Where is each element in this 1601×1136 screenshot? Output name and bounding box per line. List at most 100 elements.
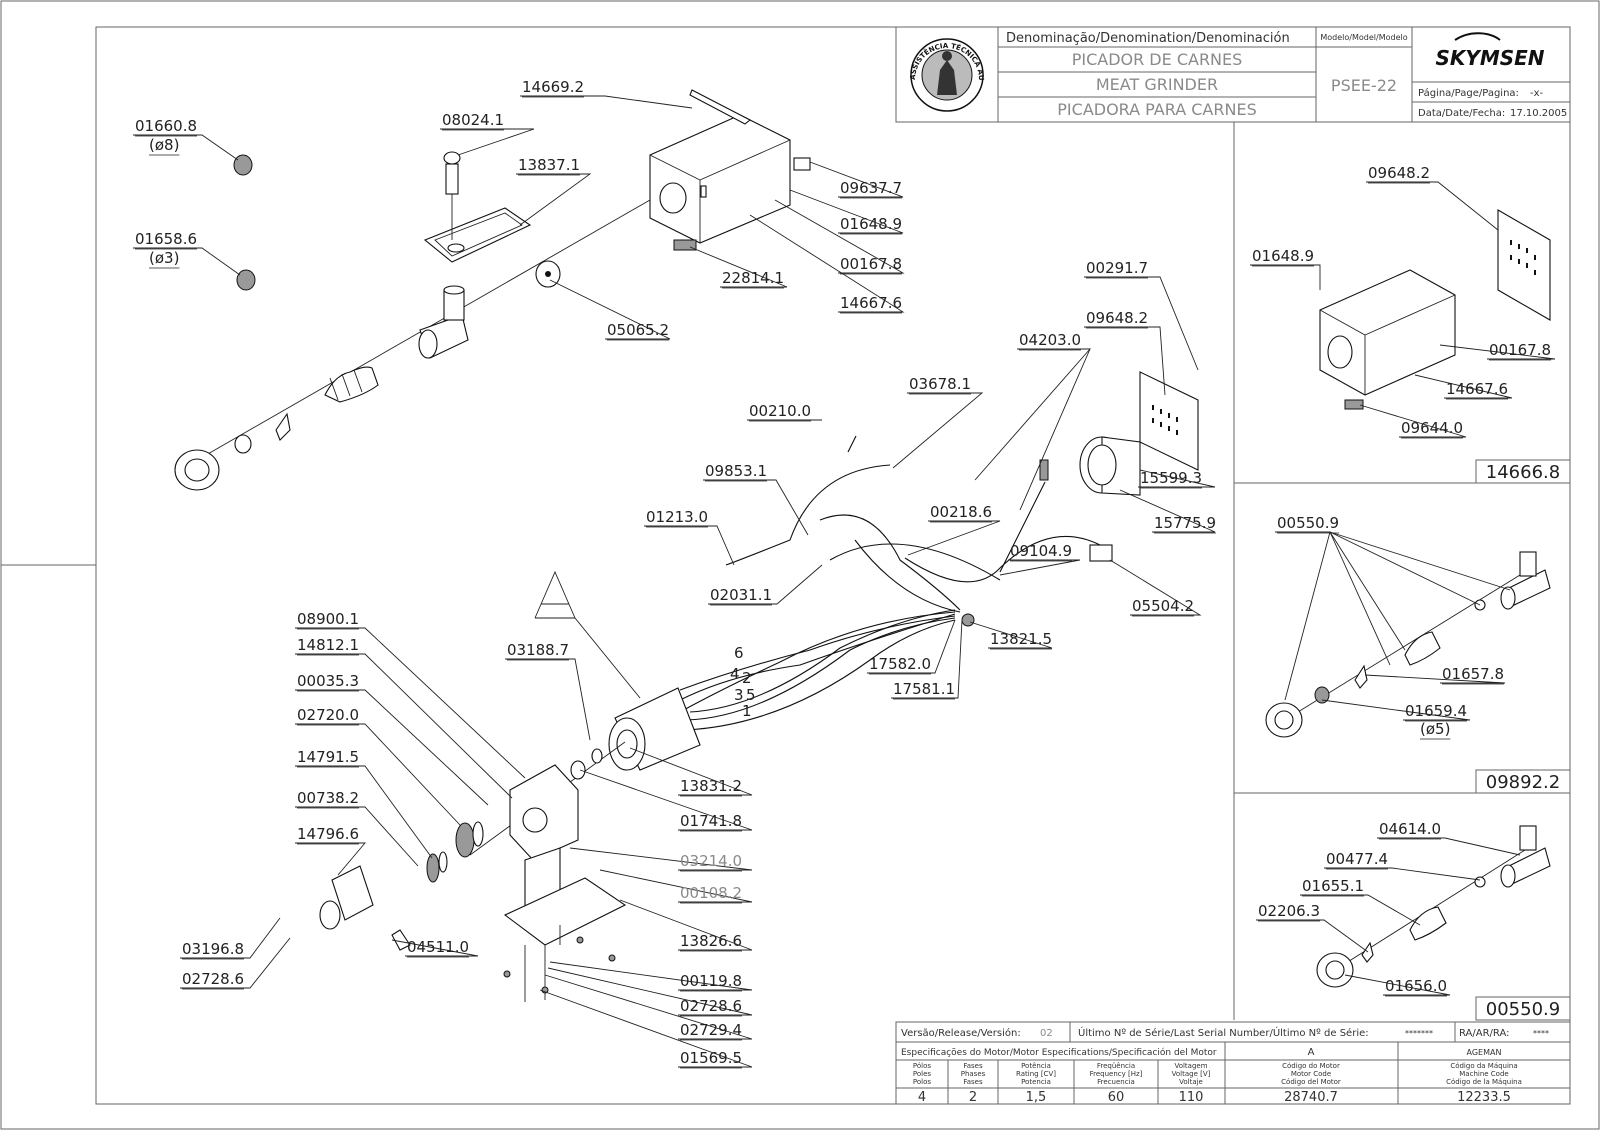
wire-number: 5 bbox=[746, 686, 756, 704]
header-line: Código da Máquina bbox=[1450, 1062, 1517, 1070]
page-value: -x- bbox=[1530, 88, 1544, 99]
detail-grinder-set: 00550.9 01657.8 01659.4 (ø5) 09892.2 bbox=[1265, 514, 1560, 793]
brand-name: SKYMSEN bbox=[1435, 46, 1544, 70]
part-label: 09648.2 bbox=[1086, 309, 1148, 327]
brand-logo: SKYMSEN bbox=[1435, 32, 1545, 70]
serial-value: ******* bbox=[1405, 1029, 1433, 1038]
motor-col-ageman: AGEMAN bbox=[1467, 1048, 1502, 1057]
date-label: Data/Date/Fecha: bbox=[1418, 108, 1505, 119]
header-line: Voltaje bbox=[1179, 1078, 1203, 1086]
wire-number: 6 bbox=[734, 644, 744, 662]
part-label: 14791.5 bbox=[297, 748, 359, 766]
header-line: Polos bbox=[913, 1078, 931, 1086]
main-part-labels: 14669.2 08024.1 13837.1 01660.8 (ø8) 016… bbox=[135, 78, 1216, 1067]
header-line: Phases bbox=[961, 1070, 986, 1078]
motor-assembly bbox=[319, 687, 701, 1002]
detail-grinder-set-2: 04614.0 00477.4 01655.1 02206.3 01656.0 … bbox=[1256, 820, 1560, 1020]
wire-number-labels: 6 4 2 3 5 1 bbox=[730, 644, 756, 720]
serial-label: Último Nº de Série/Last Serial Number/Úl… bbox=[1078, 1026, 1369, 1039]
machine-code-value: 12233.5 bbox=[1457, 1090, 1511, 1105]
part-label: 13826.6 bbox=[680, 932, 742, 950]
part-label: 01660.8 bbox=[135, 117, 197, 135]
header-line: Poles bbox=[913, 1070, 932, 1078]
part-label: 01648.9 bbox=[1252, 247, 1314, 265]
electrical-harness bbox=[679, 435, 1113, 731]
part-label: (ø8) bbox=[149, 136, 179, 154]
part-label: 02729.4 bbox=[680, 1021, 742, 1039]
phases-value: 2 bbox=[969, 1090, 977, 1105]
header-line: Machine Code bbox=[1459, 1070, 1508, 1078]
part-label: 14812.1 bbox=[297, 636, 359, 654]
part-label: (ø5) bbox=[1420, 720, 1450, 738]
part-label: 08900.1 bbox=[297, 610, 359, 628]
housing-box bbox=[649, 89, 811, 251]
header-line: Fases bbox=[963, 1078, 983, 1086]
part-label: 01658.6 bbox=[135, 230, 197, 248]
model-label: Modelo/Model/Modelo bbox=[1320, 33, 1407, 42]
part-label: 01656.0 bbox=[1385, 977, 1447, 995]
header-line: Freqüência bbox=[1097, 1062, 1135, 1070]
header-line: Frequency [Hz] bbox=[1090, 1070, 1143, 1078]
poles-value: 4 bbox=[918, 1090, 926, 1105]
part-label: 00477.4 bbox=[1326, 850, 1388, 868]
part-label: 04614.0 bbox=[1379, 820, 1441, 838]
part-label: 09853.1 bbox=[705, 462, 767, 480]
header-line: Potência bbox=[1021, 1062, 1051, 1070]
header-line: Pólos bbox=[913, 1062, 931, 1070]
part-label: 00550.9 bbox=[1277, 514, 1339, 532]
name-pt: PICADOR DE CARNES bbox=[1072, 50, 1243, 69]
detail-code: 00550.9 bbox=[1486, 999, 1560, 1020]
header-line: Voltage [V] bbox=[1172, 1070, 1211, 1078]
header-line: Potencia bbox=[1021, 1078, 1051, 1086]
spec-headers: Pólos Poles Polos Fases Phases Fases Pot… bbox=[913, 1062, 1522, 1086]
part-label: 00167.8 bbox=[840, 255, 902, 273]
part-label: 00218.6 bbox=[930, 503, 992, 521]
part-label: 09648.2 bbox=[1368, 164, 1430, 182]
detail-code: 09892.2 bbox=[1486, 772, 1560, 793]
part-label: 02728.6 bbox=[680, 997, 742, 1015]
part-label: 03678.1 bbox=[909, 375, 971, 393]
part-label: 00108.2 bbox=[680, 884, 742, 902]
frequency-value: 60 bbox=[1108, 1090, 1125, 1105]
part-label: 00119.8 bbox=[680, 972, 742, 990]
motor-code-value: 28740.7 bbox=[1284, 1090, 1338, 1105]
page-label: Página/Page/Pagina: bbox=[1418, 87, 1519, 99]
header-line: Código de la Máquina bbox=[1446, 1078, 1522, 1086]
header-line: Frecuencia bbox=[1097, 1078, 1135, 1086]
part-label: 13831.2 bbox=[680, 777, 742, 795]
part-label: 09637.7 bbox=[840, 179, 902, 197]
part-label: 03214.0 bbox=[680, 852, 742, 870]
part-label: 04203.0 bbox=[1019, 331, 1081, 349]
part-label: 13821.5 bbox=[990, 630, 1052, 648]
part-label: 14669.2 bbox=[522, 78, 584, 96]
part-label: 00035.3 bbox=[297, 672, 359, 690]
part-label: 02728.6 bbox=[182, 970, 244, 988]
voltage-value: 110 bbox=[1179, 1090, 1204, 1105]
part-label: 09104.9 bbox=[1010, 542, 1072, 560]
part-label: 05504.2 bbox=[1132, 597, 1194, 615]
grinder-head-assembly bbox=[174, 151, 651, 491]
part-label: 14667.6 bbox=[1446, 380, 1508, 398]
part-label: 01655.1 bbox=[1302, 877, 1364, 895]
ra-label: RA/AR/RA: bbox=[1459, 1028, 1510, 1039]
part-label: 17582.0 bbox=[869, 655, 931, 673]
seal-text: ASSISTÊNCIA TÉCNICA AUTORIZADA bbox=[0, 0, 985, 81]
motor-spec-label: Especificações do Motor/Motor Especifica… bbox=[901, 1047, 1217, 1058]
name-es: PICADORA PARA CARNES bbox=[1057, 100, 1256, 119]
rating-value: 1,5 bbox=[1026, 1090, 1047, 1105]
part-label: 01659.4 bbox=[1405, 702, 1467, 720]
release-label: Versão/Release/Versión: bbox=[901, 1027, 1021, 1039]
part-label: 13837.1 bbox=[518, 156, 580, 174]
part-label: 03188.7 bbox=[507, 641, 569, 659]
part-label: 22814.1 bbox=[722, 269, 784, 287]
header-line: Motor Code bbox=[1291, 1070, 1331, 1078]
denomination-label: Denominação/Denomination/Denominación bbox=[1006, 31, 1290, 46]
leader-lines bbox=[133, 95, 1216, 1068]
part-label: 17581.1 bbox=[893, 680, 955, 698]
header-line: Código del Motor bbox=[1281, 1078, 1341, 1086]
part-label: 08024.1 bbox=[442, 111, 504, 129]
part-label: 00738.2 bbox=[297, 789, 359, 807]
label-underlines bbox=[135, 96, 1552, 1069]
motor-col-a: A bbox=[1308, 1047, 1315, 1058]
part-label: (ø3) bbox=[149, 249, 179, 267]
